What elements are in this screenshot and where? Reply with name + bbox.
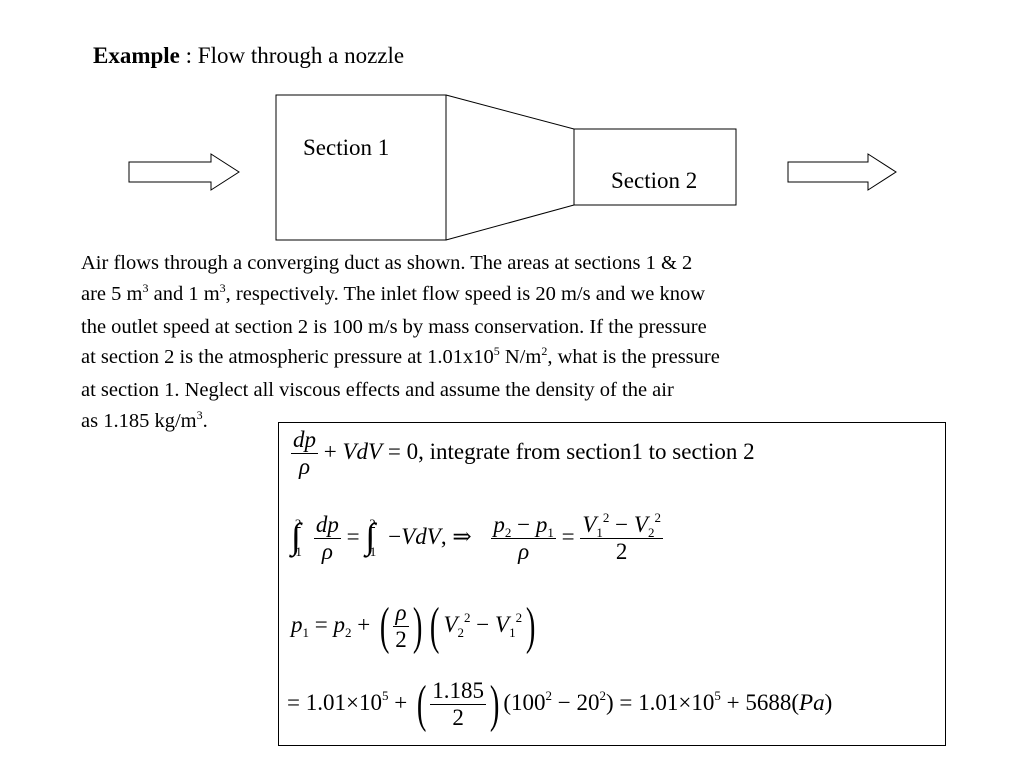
title-bold: Example — [93, 43, 180, 68]
equation-4-unit: Pa — [799, 689, 825, 715]
duct-top-edge — [445, 94, 575, 130]
problem-line-4: at section 2 is the atmospheric pressure… — [81, 344, 720, 369]
outlet-arrow-icon — [787, 153, 897, 191]
problem-line-6: as 1.185 kg/m3. — [81, 407, 208, 432]
title-rest: : Flow through a nozzle — [179, 43, 405, 68]
problem-line-3: the outlet speed at section 2 is 100 m/s… — [81, 315, 707, 338]
page-title: Example : Flow through a nozzle — [93, 43, 404, 69]
section-1-box — [275, 94, 447, 241]
problem-line-5: at section 1. Neglect all viscous effect… — [81, 379, 674, 402]
section-2-box — [573, 128, 737, 206]
problem-line-1: Air flows through a converging duct as s… — [81, 252, 693, 274]
density-value: 1.185 — [432, 678, 485, 703]
section-1-label: Section 1 — [303, 135, 389, 160]
duct-bottom-edge — [445, 204, 575, 241]
equation-4-result: + 5688( — [720, 689, 800, 715]
problem-statement: Air flows through a converging duct as s… — [81, 248, 911, 439]
equation-1-text: , integrate from section1 to section 2 — [418, 438, 755, 464]
inlet-arrow-icon — [128, 153, 240, 191]
problem-line-2: are 5 m3 and 1 m3, respectively. The inl… — [81, 280, 706, 305]
equation-4-tail: = 1.01×10 — [619, 689, 715, 715]
section-2-label: Section 2 — [611, 168, 697, 193]
